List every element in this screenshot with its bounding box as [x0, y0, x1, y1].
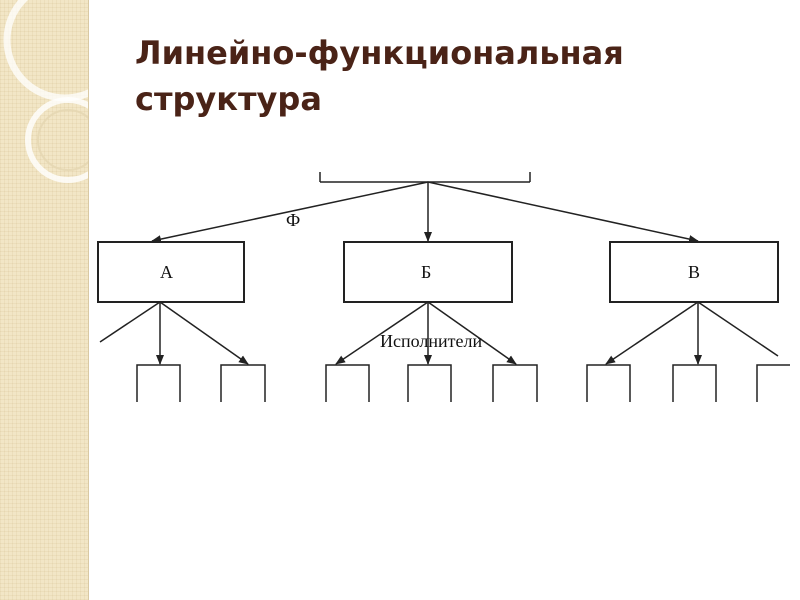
department-a-label: А — [160, 262, 173, 282]
executor-boxes — [136, 364, 790, 402]
v-arrow-1 — [605, 301, 699, 365]
executor-box — [136, 364, 181, 402]
b-arrow-3 — [427, 301, 517, 365]
arrow-to-v — [427, 181, 699, 243]
department-a: А — [97, 241, 245, 303]
executor-box — [325, 364, 370, 402]
functional-arrow-to-a — [151, 181, 429, 244]
b-arrow-1 — [335, 301, 429, 365]
department-v: В — [609, 241, 779, 303]
department-b-label: Б — [421, 262, 431, 282]
decorative-side-strip — [0, 0, 89, 600]
executor-box — [672, 364, 717, 402]
executor-box — [407, 364, 452, 402]
a-arrow-2 — [159, 301, 249, 365]
v-link-right — [697, 301, 779, 357]
executor-box — [756, 364, 790, 402]
department-b: Б — [343, 241, 513, 303]
a-link-left — [99, 301, 161, 343]
title-line-2: структура — [135, 80, 322, 118]
executor-box — [220, 364, 266, 402]
executor-box — [492, 364, 538, 402]
top-manager-bracket — [319, 172, 531, 183]
slide-title: Линейно-функциональная структура — [135, 30, 775, 122]
department-v-label: В — [688, 262, 700, 282]
title-line-1: Линейно-функциональная — [135, 34, 624, 72]
functional-link-label: Ф — [286, 210, 300, 230]
decorative-rings-icon — [3, 0, 88, 183]
executor-box — [586, 364, 631, 402]
executors-label: Исполнители — [380, 331, 482, 351]
